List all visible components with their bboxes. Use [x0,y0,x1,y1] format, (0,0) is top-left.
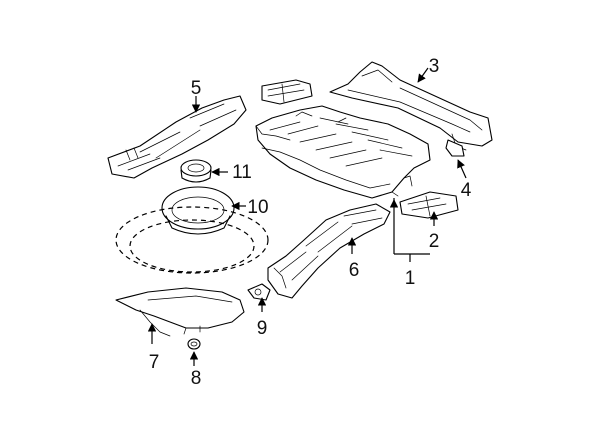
part-1-floor-pan [255,105,431,199]
callout-1: 1 [405,268,416,289]
callout-3: 3 [429,56,440,77]
bracket-top-center [261,79,313,105]
part-9-clip [247,283,271,301]
callout-10: 10 [247,197,268,218]
part-7-tray [115,287,245,337]
part-2-bracket [399,191,459,219]
callout-4: 4 [461,180,472,201]
part-10-cover [161,186,235,235]
part-11-plug [180,159,212,183]
callout-5: 5 [191,78,202,99]
part-5-left-rail [107,95,247,179]
callout-labels: 1 2 3 4 5 6 7 8 9 10 11 [149,56,472,389]
callout-11: 11 [232,162,252,183]
leader-lines [147,67,467,366]
callout-6: 6 [349,260,360,281]
part-6-right-rail [267,203,391,299]
spare-tire-outline [115,206,269,274]
callout-7: 7 [149,352,160,373]
part-3-rear-crossmember [329,61,493,157]
callout-9: 9 [257,318,268,339]
part-8-bolt [187,338,201,350]
callout-2: 2 [429,231,440,252]
callout-8: 8 [191,368,202,389]
